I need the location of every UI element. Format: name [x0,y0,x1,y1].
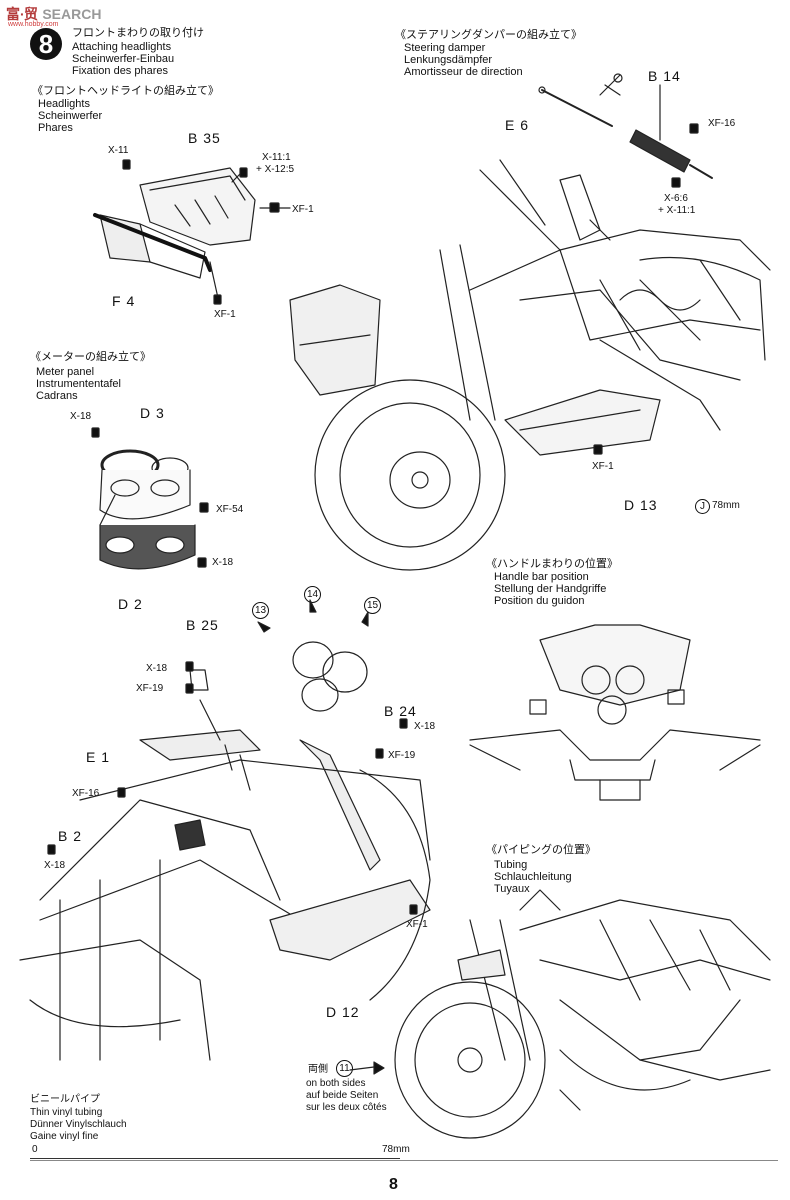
step-title-fr: Fixation des phares [72,65,168,77]
part-e1: E 1 [86,749,111,765]
headlights-fr: Phares [38,122,73,134]
part-f4: F 4 [112,293,136,309]
meter-panel-drawing [99,449,196,570]
steering-damper-drawing [538,73,713,179]
step-number: 8 [30,28,62,60]
page-bottom-rule [30,1160,778,1161]
part-e6: E 6 [505,117,530,133]
steering-en: Steering damper [404,42,486,54]
scale-end: 78mm [382,1144,410,1155]
main-assembly-drawing [19,641,431,1061]
part-x18-a1: X-18 [146,663,168,674]
step-title-jp: フロントまわりの取り付け [72,26,204,39]
handle-en: Handle bar position [494,571,589,583]
steering-de: Lenkungsdämpfer [404,54,493,66]
scale-start: 0 [32,1144,38,1155]
part-x11-1: X-11:1 [262,152,291,163]
part-x18-m2: X-18 [212,557,234,568]
part-d12: D 12 [326,1004,360,1020]
step-title-en: Attaching headlights [72,41,172,53]
tubing-both-jp: 両側 [308,1064,328,1075]
circle-13: 13 [252,602,269,619]
tubing-title-jp: 《パイピングの位置》 [486,843,596,856]
vinyl-de: Dünner Vinylschlauch [30,1119,127,1130]
watermark-logo: 富∙贸 [6,6,38,22]
part-d3: D 3 [140,405,165,421]
meter-title-jp: 《メーターの組み立て》 [30,350,151,363]
part-b35: B 35 [188,130,221,146]
part-b24: B 24 [384,703,417,719]
circle-11: 11 [336,1060,353,1077]
watermark: 富∙贸 SEARCH [6,4,101,24]
part-xf19-a2: XF-19 [388,750,416,761]
handle-fr: Position du guidon [494,595,585,607]
part-x18-m1: X-18 [70,411,92,422]
tubing-fr: Tuyaux [494,883,530,895]
part-d2: D 2 [118,596,143,612]
part-x11: X-11 [108,145,129,156]
part-xf54: XF-54 [216,504,244,515]
part-x18-a2: X-18 [414,721,436,732]
part-xf16-a: XF-16 [72,788,100,799]
part-xf1-a2: XF-1 [406,919,428,930]
part-j-size: 78mm [712,500,740,511]
screw-icons-meter [91,427,209,568]
handlebar-view-drawing [469,624,761,801]
headlights-en: Headlights [38,98,90,110]
meter-fr: Cadrans [36,390,78,402]
headlights-de: Scheinwerfer [38,110,103,122]
motorcycle-front-drawing [289,159,771,571]
part-xf1-a: XF-1 [292,204,314,215]
circle-15: 15 [364,597,381,614]
part-x12: + X-12:5 [256,164,295,175]
headlight-assembly-drawing [93,167,291,299]
tubing-both-fr: sur les deux côtés [306,1102,387,1113]
steering-fr: Amortisseur de direction [404,66,523,78]
part-j-label: J [700,501,705,512]
part-x6: X-6:6 [664,193,688,204]
vinyl-jp: ビニールパイプ [30,1094,100,1105]
step-title-de: Scheinwerfer-Einbau [72,53,175,65]
screw-icons-assembly [47,599,418,915]
tubing-view-drawing [349,889,771,1139]
part-xf1-bike: XF-1 [592,461,614,472]
tubing-de: Schlauchleitung [494,871,572,883]
tubing-en: Tubing [494,859,528,871]
part-xf19-a1: XF-19 [136,683,164,694]
steering-title-jp: 《ステアリングダンパーの組み立て》 [395,28,582,41]
watermark-domain: www.hobby.com [8,21,59,28]
part-b14: B 14 [648,68,681,84]
part-b2: B 2 [58,828,83,844]
circle-14: 14 [304,586,321,603]
tubing-both-de: auf beide Seiten [306,1090,379,1101]
part-xf1-b: XF-1 [214,309,236,320]
part-xf16: XF-16 [708,118,736,129]
part-b25: B 25 [186,617,219,633]
vinyl-fr: Gaine vinyl fine [30,1131,99,1142]
part-j-circle: J [695,499,710,514]
headlights-title-jp: 《フロントヘッドライトの組み立て》 [32,84,219,97]
tubing-both-en: on both sides [306,1078,366,1089]
screw-icons-headlight [122,159,280,305]
vinyl-scale-line [30,1158,400,1159]
handle-title-jp: 《ハンドルまわりの位置》 [486,557,618,570]
part-d13: D 13 [624,497,658,513]
vinyl-en: Thin vinyl tubing [30,1107,103,1118]
meter-de: Instrumententafel [36,378,121,390]
meter-en: Meter panel [36,366,95,378]
page-number: 8 [389,1176,398,1193]
handle-de: Stellung der Handgriffe [494,583,607,595]
screw-icons-bike [593,123,699,455]
part-x18-a3: X-18 [44,860,66,871]
watermark-brand: SEARCH [42,6,102,22]
part-x11-s: + X-11:1 [658,205,696,216]
